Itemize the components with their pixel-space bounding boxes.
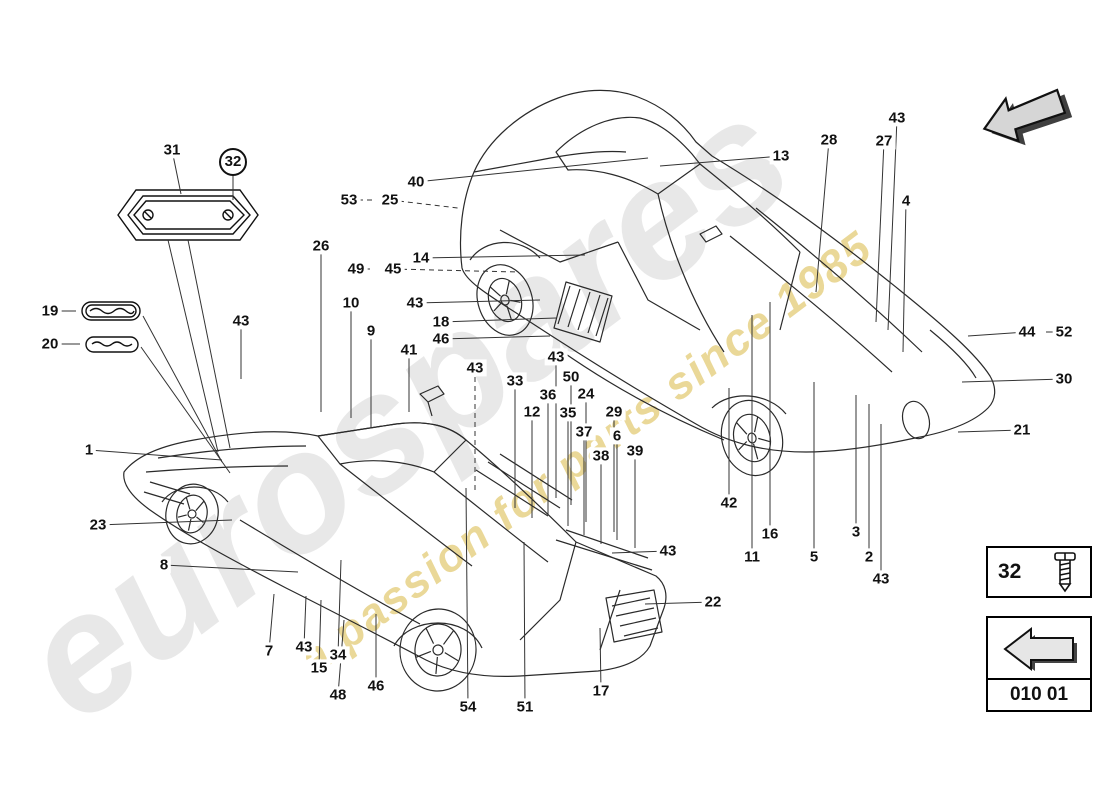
callout-1[interactable]: 1 — [81, 441, 97, 459]
callout-48[interactable]: 48 — [326, 686, 350, 704]
screw-icon — [1054, 552, 1076, 593]
callout-41[interactable]: 41 — [397, 341, 421, 359]
page-code: 010 01 — [988, 678, 1090, 710]
callout-34[interactable]: 34 — [326, 646, 350, 664]
type-plate-icon — [117, 189, 259, 241]
callout-2[interactable]: 2 — [861, 548, 877, 566]
callout-15[interactable]: 15 — [307, 659, 331, 677]
badge-plate-20-icon — [85, 336, 139, 353]
callout-54[interactable]: 54 — [456, 698, 480, 716]
callout-43[interactable]: 43 — [544, 348, 568, 366]
callout-9[interactable]: 9 — [363, 322, 379, 340]
callout-51[interactable]: 51 — [513, 698, 537, 716]
badge-plate-19-icon — [81, 301, 141, 321]
callout-8[interactable]: 8 — [156, 556, 172, 574]
callout-26[interactable]: 26 — [309, 237, 333, 255]
callout-28[interactable]: 28 — [817, 131, 841, 149]
callout-38[interactable]: 38 — [589, 447, 613, 465]
callout-11[interactable]: 11 — [741, 548, 763, 566]
callout-3[interactable]: 3 — [848, 523, 864, 541]
callout-50[interactable]: 50 — [559, 368, 583, 386]
callout-10[interactable]: 10 — [339, 294, 363, 312]
callout-30[interactable]: 30 — [1052, 370, 1076, 388]
callout-40[interactable]: 40 — [404, 173, 428, 191]
callout-22[interactable]: 22 — [701, 593, 725, 611]
callout-25[interactable]: 25 — [378, 191, 402, 209]
callout-16[interactable]: 16 — [758, 525, 782, 543]
car-upper-wireframe — [459, 89, 996, 477]
callout-39[interactable]: 39 — [623, 442, 647, 460]
callout-13[interactable]: 13 — [769, 147, 793, 165]
callout-31[interactable]: 31 — [160, 141, 184, 159]
legend-part-box[interactable]: 32 — [986, 546, 1092, 598]
prev-page-arrow-icon[interactable] — [995, 621, 1083, 675]
page-nav-box: 010 01 — [986, 616, 1092, 712]
callout-14[interactable]: 14 — [409, 249, 433, 267]
callout-43[interactable]: 43 — [292, 638, 316, 656]
callout-43[interactable]: 43 — [885, 109, 909, 127]
callout-45[interactable]: 45 — [381, 260, 405, 278]
callout-12[interactable]: 12 — [520, 403, 544, 421]
callout-43[interactable]: 43 — [656, 542, 680, 560]
callout-44[interactable]: 44 — [1015, 323, 1039, 341]
callout-24[interactable]: 24 — [574, 385, 598, 403]
callout-35[interactable]: 35 — [556, 404, 580, 422]
callout-53[interactable]: 53 — [337, 191, 361, 209]
callout-49[interactable]: 49 — [344, 260, 368, 278]
callout-23[interactable]: 23 — [86, 516, 110, 534]
callout-42[interactable]: 42 — [717, 494, 741, 512]
callout-43[interactable]: 43 — [463, 359, 487, 377]
callout-36[interactable]: 36 — [536, 386, 560, 404]
callout-29[interactable]: 29 — [602, 403, 626, 421]
callout-17[interactable]: 17 — [589, 682, 613, 700]
callout-43[interactable]: 43 — [229, 312, 253, 330]
callout-46[interactable]: 46 — [429, 330, 453, 348]
callout-43[interactable]: 43 — [869, 570, 893, 588]
legend-part-number: 32 — [998, 560, 1022, 583]
car-lower-wireframe — [123, 385, 667, 692]
callout-27[interactable]: 27 — [872, 132, 896, 150]
nav-arrow-icon[interactable] — [976, 84, 1080, 160]
callout-19[interactable]: 19 — [38, 302, 62, 320]
callout-33[interactable]: 33 — [503, 372, 527, 390]
callout-20[interactable]: 20 — [38, 335, 62, 353]
callout-52[interactable]: 52 — [1052, 323, 1076, 341]
callout-7[interactable]: 7 — [261, 642, 277, 660]
callout-21[interactable]: 21 — [1010, 421, 1034, 439]
callout-43[interactable]: 43 — [403, 294, 427, 312]
callout-5[interactable]: 5 — [806, 548, 822, 566]
callout-32[interactable]: 32 — [219, 148, 247, 176]
callout-18[interactable]: 18 — [429, 313, 453, 331]
callout-6[interactable]: 6 — [609, 427, 625, 445]
callout-46[interactable]: 46 — [364, 677, 388, 695]
callout-37[interactable]: 37 — [572, 423, 596, 441]
watermark: eurospares a passion for parts since 198… — [0, 61, 882, 756]
callout-4[interactable]: 4 — [898, 192, 914, 210]
